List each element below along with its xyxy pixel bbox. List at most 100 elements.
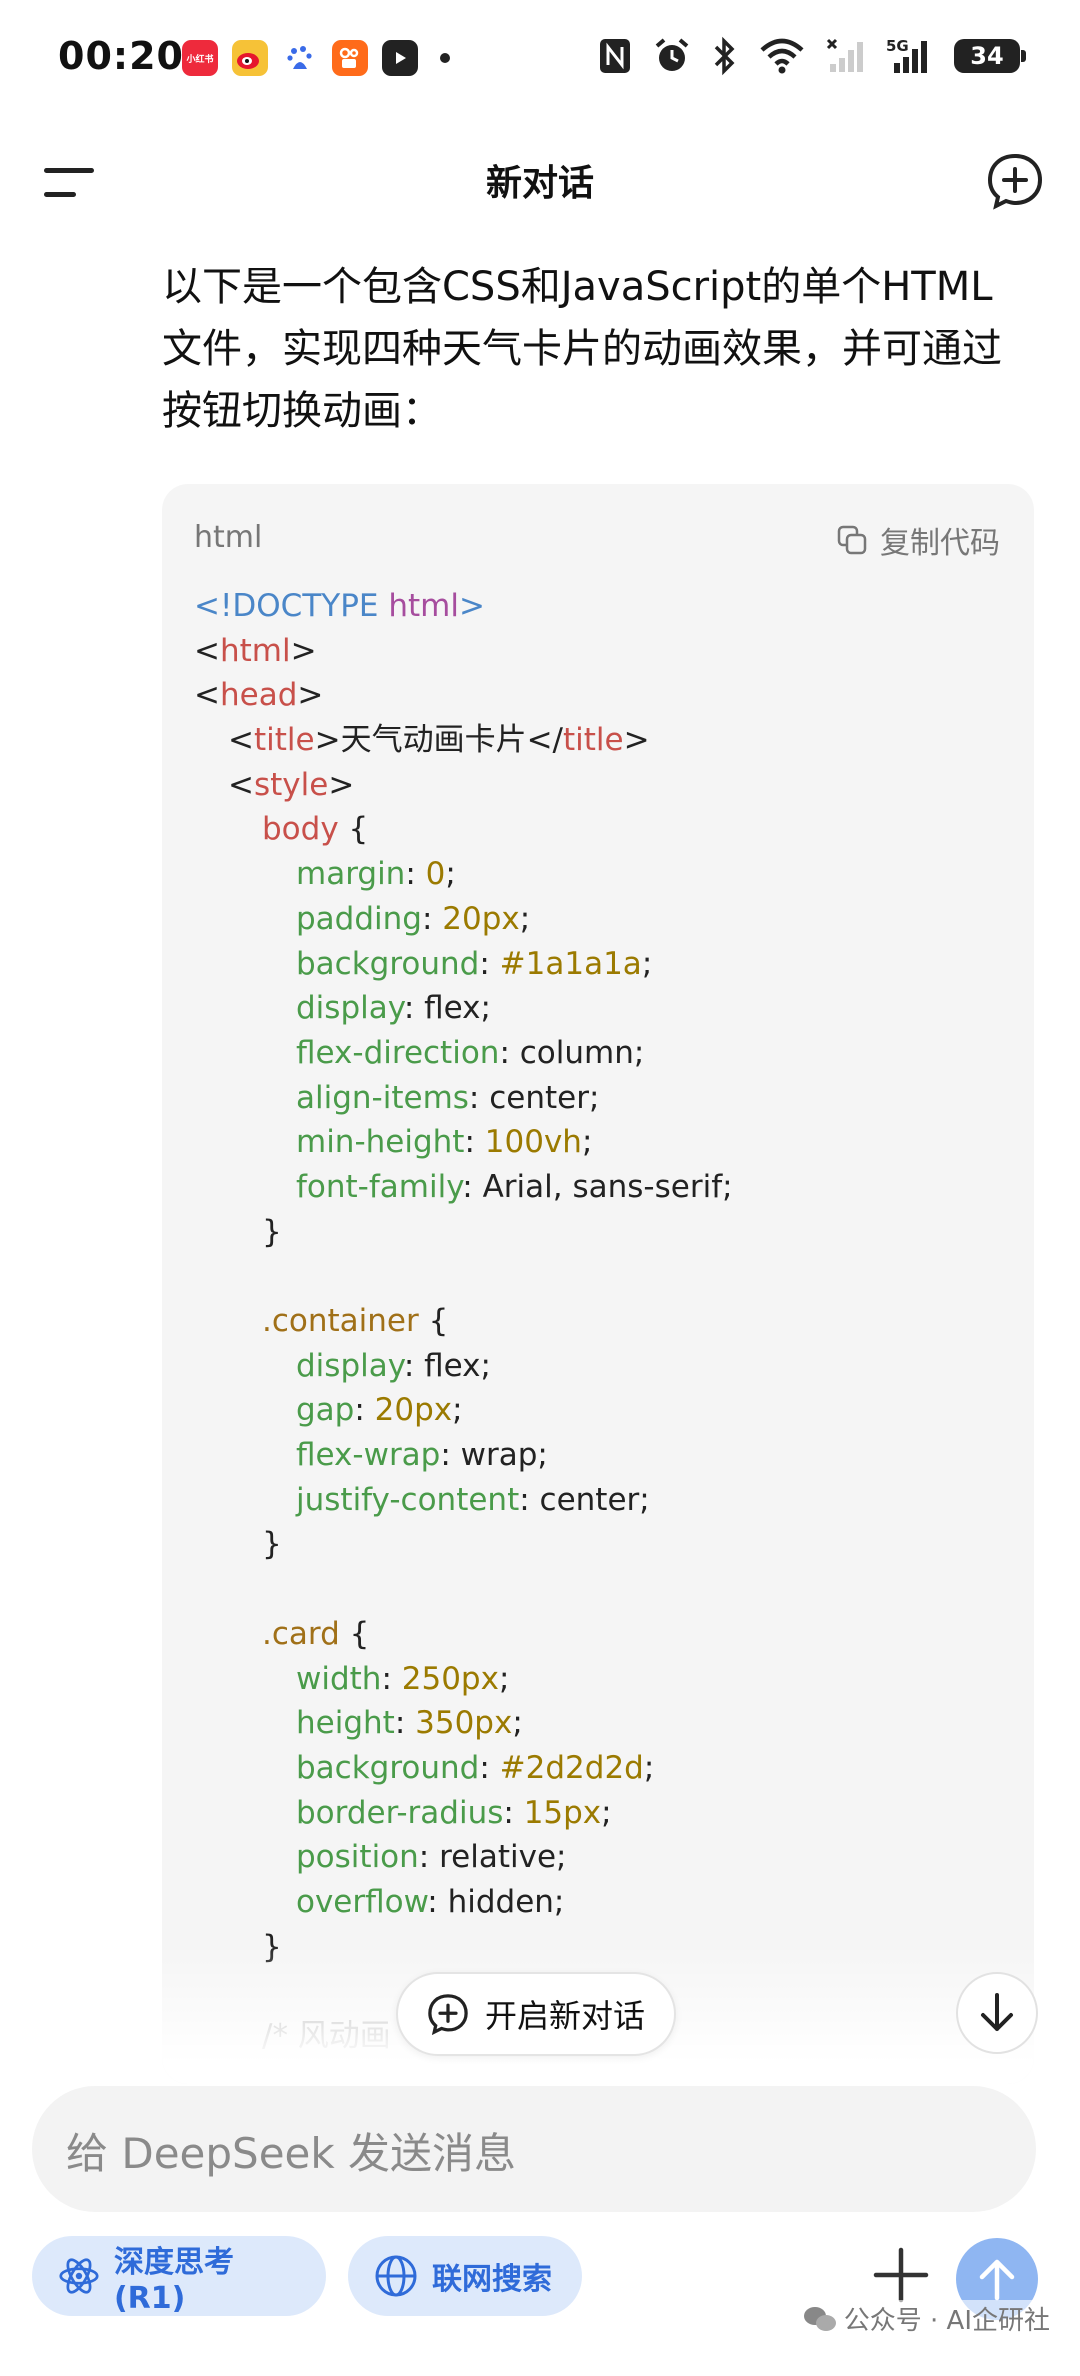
code-line: <title>天气动画卡片</title> <box>194 718 733 763</box>
globe-icon <box>375 2255 417 2297</box>
code-line: .card { <box>194 1612 733 1657</box>
code-token: #2d2d2d <box>499 1749 644 1786</box>
code-token: width <box>296 1660 382 1697</box>
start-new-chat-button[interactable]: 开启新对话 <box>396 1972 676 2056</box>
new-chat-icon <box>428 1994 468 2035</box>
code-token: 15px <box>523 1794 602 1831</box>
code-token: ; <box>452 1392 463 1429</box>
arrow-down-icon <box>981 1993 1013 2031</box>
code-token: min-height <box>296 1124 465 1161</box>
code-token: : relative; <box>418 1839 567 1876</box>
code-token: <!DOCTYPE <box>194 588 389 624</box>
more-notifications-dot <box>440 53 450 63</box>
message-input-placeholder: 给 DeepSeek 发送消息 <box>66 2129 517 2178</box>
code-token: : <box>464 1124 485 1161</box>
code-token: } <box>262 1213 282 1250</box>
code-token: ; <box>581 1124 593 1161</box>
code-token: #1a1a1a <box>499 945 642 982</box>
code-token: background <box>296 1749 480 1786</box>
copy-code-button[interactable]: 复制代码 <box>836 518 1000 562</box>
code-token: : column; <box>499 1034 645 1071</box>
status-bar: 00:20 小红书 5G 34 <box>0 0 1080 118</box>
new-chat-button[interactable] <box>986 152 1044 210</box>
code-token: < <box>228 766 254 803</box>
code-token: 20px <box>374 1392 453 1429</box>
code-line: margin: 0; <box>194 852 733 897</box>
code-token: : <box>381 1660 402 1697</box>
svg-text:5G: 5G <box>886 37 909 55</box>
code-token: : <box>405 856 426 893</box>
code-token: align-items <box>296 1079 469 1116</box>
menu-button[interactable] <box>42 162 98 202</box>
code-token: < <box>194 632 220 669</box>
code-token: >天气动画卡片</ <box>314 722 563 759</box>
code-token: margin <box>296 856 406 893</box>
code-token: { <box>338 811 369 848</box>
nfc-icon <box>600 39 630 73</box>
signal-5g-icon: 5G <box>886 37 927 73</box>
code-line <box>194 1254 733 1299</box>
code-line: align-items: center; <box>194 1076 733 1121</box>
watermark: 公众号 · AI企研社 <box>801 2300 1050 2337</box>
signal-1-icon <box>826 38 863 72</box>
code-line <box>194 1567 733 1612</box>
code-token: > <box>290 632 317 669</box>
code-line: overflow: hidden; <box>194 1880 733 1925</box>
code-token: 100vh <box>484 1124 582 1161</box>
code-token: 20px <box>442 900 520 937</box>
start-new-chat-label: 开启新对话 <box>484 1997 645 2035</box>
scroll-to-bottom-button[interactable] <box>956 1972 1038 2054</box>
status-time: 00:20 <box>58 34 184 78</box>
code-token: } <box>262 1526 282 1563</box>
code-token: position <box>296 1839 419 1876</box>
code-token: : wrap; <box>440 1437 548 1474</box>
assistant-message: 以下是一个包含CSS和JavaScript的单个HTML文件，实现四种天气卡片的… <box>162 264 1002 434</box>
code-line: position: relative; <box>194 1835 733 1880</box>
code-token: : flex; <box>403 990 491 1027</box>
attach-button[interactable] <box>866 2240 936 2310</box>
code-token: { <box>339 1615 370 1652</box>
code-token: : <box>394 1705 416 1742</box>
code-line: <!DOCTYPE html> <box>194 584 733 629</box>
copy-icon <box>837 525 867 555</box>
code-token: : flex; <box>403 1347 491 1384</box>
code-token: : <box>479 1749 500 1786</box>
code-token: border-radius <box>296 1794 504 1831</box>
code-token: : <box>503 1794 524 1831</box>
code-line: .container { <box>194 1299 733 1344</box>
deep-think-toggle[interactable]: 深度思考 (R1) <box>32 2236 326 2316</box>
code-line: width: 250px; <box>194 1657 733 1702</box>
code-line: background: #2d2d2d; <box>194 1746 733 1791</box>
code-token: : Arial, sans-serif; <box>462 1168 733 1205</box>
bluetooth-icon <box>714 36 735 76</box>
code-token: ; <box>512 1705 523 1742</box>
code-block: html 复制代码 <!DOCTYPE html><html><head><ti… <box>162 484 1034 2084</box>
code-token: ; <box>601 1794 612 1831</box>
menu-icon <box>44 168 94 197</box>
notification-icons: 小红书 <box>182 40 450 76</box>
code-token: overflow <box>296 1883 428 1920</box>
kuaishou-icon <box>332 40 368 76</box>
code-token: title <box>253 722 315 759</box>
alarm-icon <box>655 38 689 71</box>
code-token: height <box>296 1705 395 1742</box>
code-token: : <box>479 945 500 982</box>
code-line: body { <box>194 807 733 852</box>
code-token: head <box>219 677 298 714</box>
new-chat-icon <box>987 153 1043 210</box>
deep-think-label: 深度思考 (R1) <box>113 2244 234 2316</box>
message-input[interactable]: 给 DeepSeek 发送消息 <box>32 2086 1036 2212</box>
code-token: padding <box>296 900 422 937</box>
code-line: display: flex; <box>194 986 733 1031</box>
code-token: justify-content <box>296 1481 520 1518</box>
system-icons: 5G 34 <box>598 36 1026 76</box>
code-token: html <box>388 588 459 624</box>
wechat-icon <box>803 2306 836 2331</box>
web-search-toggle[interactable]: 联网搜索 <box>348 2236 582 2316</box>
code-token: font-family <box>296 1168 463 1205</box>
code-line: <style> <box>194 763 733 808</box>
code-token: > <box>297 677 324 714</box>
code-language: html <box>194 520 263 555</box>
code-token: flex-direction <box>296 1034 500 1071</box>
code-line: display: flex; <box>194 1344 733 1389</box>
